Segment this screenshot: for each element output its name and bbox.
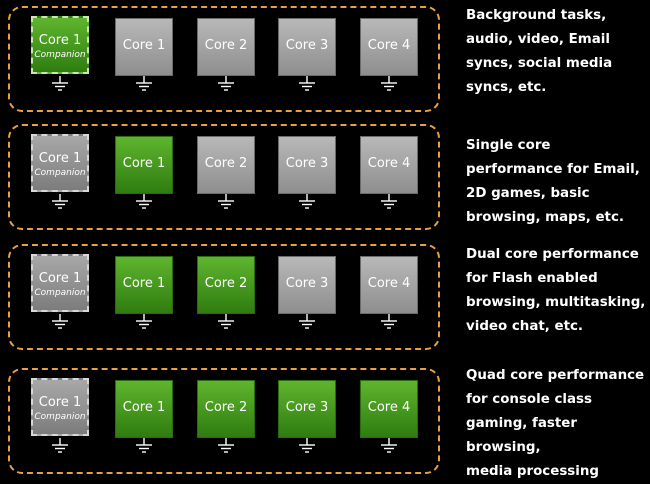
core-chip: Core 3 [278,18,336,76]
companion-core-chip: Core 1 Companion [31,378,89,436]
companion-label: Companion [34,412,86,422]
mode-description: Single core performance for Email, 2D ga… [466,138,640,225]
ground-icon [135,194,153,210]
core-label: Core 2 [204,400,248,415]
core-label: Core 1 [122,400,166,415]
mode-description: Quad core performance for console class … [466,368,645,479]
ground-icon [51,194,69,210]
core-label: Core 4 [367,276,411,291]
ground-icon [135,76,153,92]
core-label: Core 3 [285,400,329,415]
core-label: Core 2 [204,276,248,291]
core-label: Core 1 [38,33,82,48]
core-chip: Core 2 [197,136,255,194]
core-chip: Core 3 [278,256,336,314]
core-label: Core 1 [122,156,166,171]
core-label: Core 3 [285,276,329,291]
mode-row-1 [8,6,440,112]
ground-icon [51,438,69,454]
core-chip: Core 3 [278,380,336,438]
core-label: Core 1 [38,151,82,166]
ground-icon [217,438,235,454]
core-label: Core 1 [38,271,82,286]
mode-description: Background tasks, audio, video, Email sy… [466,8,613,95]
core-label: Core 3 [285,156,329,171]
ground-icon [298,194,316,210]
companion-label: Companion [34,168,86,178]
core-label: Core 2 [204,38,248,53]
core-chip: Core 2 [197,18,255,76]
core-chip: Core 4 [360,256,418,314]
core-chip: Core 1 [115,136,173,194]
core-label: Core 3 [285,38,329,53]
companion-label: Companion [34,50,86,60]
core-chip: Core 1 [115,256,173,314]
ground-icon [298,314,316,330]
core-chip: Core 1 [115,18,173,76]
companion-core-chip: Core 1 Companion [31,16,89,74]
ground-icon [380,314,398,330]
mode-row-3 [8,244,440,350]
core-label: Core 4 [367,400,411,415]
core-label: Core 1 [122,276,166,291]
core-label: Core 1 [122,38,166,53]
core-chip: Core 4 [360,136,418,194]
core-label: Core 4 [367,156,411,171]
core-chip: Core 2 [197,256,255,314]
core-chip: Core 2 [197,380,255,438]
ground-icon [380,194,398,210]
mode-row-4 [8,368,440,474]
ground-icon [51,314,69,330]
ground-icon [217,194,235,210]
core-chip: Core 4 [360,18,418,76]
core-label: Core 2 [204,156,248,171]
ground-icon [135,438,153,454]
ground-icon [217,314,235,330]
core-chip: Core 4 [360,380,418,438]
ground-icon [135,314,153,330]
ground-icon [380,438,398,454]
core-label: Core 1 [38,395,82,410]
ground-icon [51,76,69,92]
mode-description: Dual core performance for Flash enabled … [466,247,646,334]
ground-icon [298,76,316,92]
core-chip: Core 1 [115,380,173,438]
companion-core-chip: Core 1 Companion [31,134,89,192]
companion-core-chip: Core 1 Companion [31,254,89,312]
companion-label: Companion [34,288,86,298]
mode-row-2 [8,124,440,230]
ground-icon [380,76,398,92]
ground-icon [217,76,235,92]
core-label: Core 4 [367,38,411,53]
ground-icon [298,438,316,454]
core-chip: Core 3 [278,136,336,194]
